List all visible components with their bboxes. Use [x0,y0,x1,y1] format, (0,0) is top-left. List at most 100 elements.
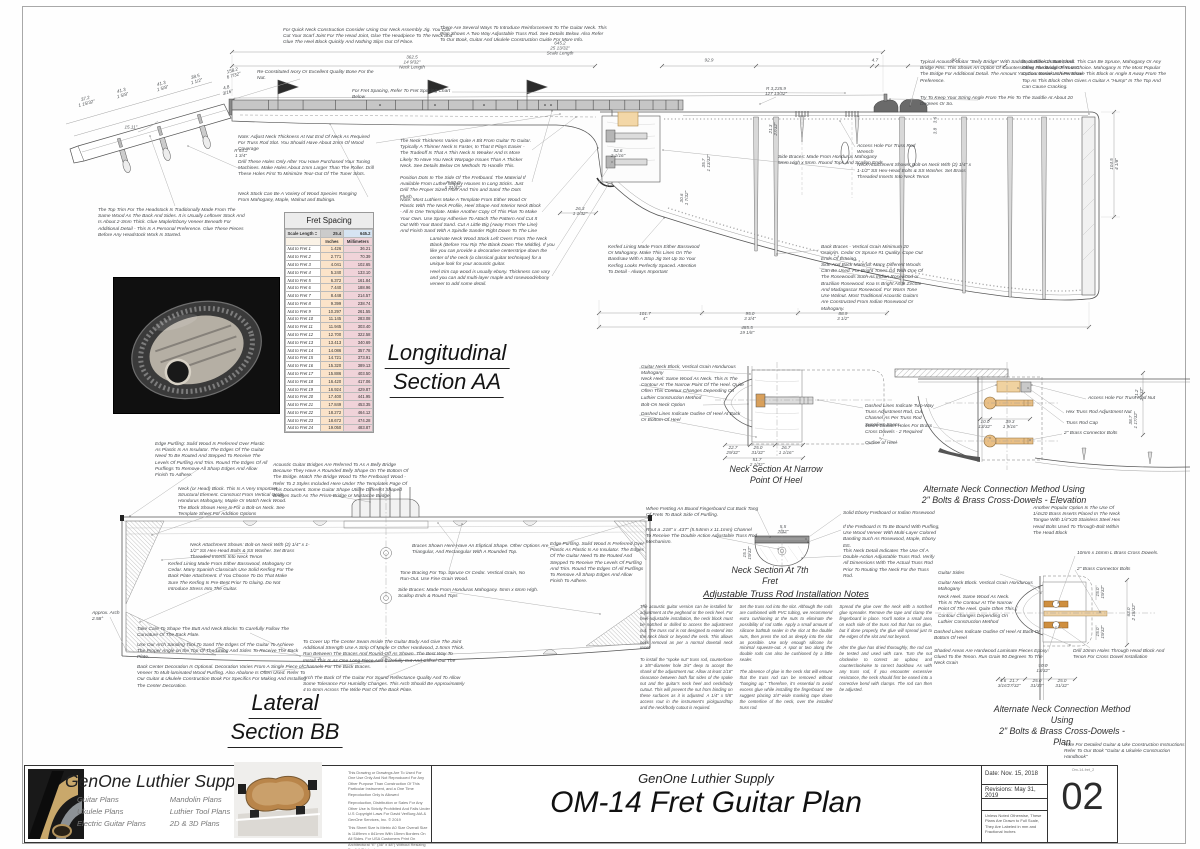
annotation-note: Access Hole For Truss Rod Nut [1088,396,1156,401]
longitudinal-section-label: Longitudinal Section AA [384,340,510,398]
dimension-label: 63.0 2 15/32" [1125,603,1136,621]
dimension-label: R 3,235.9 127 13/32" [764,85,788,96]
revisions-field: Revisions: May 31, 2019 [985,787,1036,799]
dimension-label: R 50.0 1 31/32" [444,179,462,190]
annotation-note: Typical Acoustic Guitar "Belly Bridge" W… [920,60,1083,84]
dimension-label: 25.0 31/32" [1030,677,1044,688]
neck-block [601,115,661,183]
lateral-section-drawing [120,478,652,668]
annotation-note: Bolt-On Neck Option [641,403,685,408]
annotation-note: Dashed Lines Indicate Two-Way Truss Adju… [865,404,934,428]
drawing-caption: Alternate Neck Connection Method Using 2… [921,484,1087,505]
annotation-note: Heel trim cap wood is usually ebony. Thi… [430,270,550,288]
annotation-note: Dashed Lines Indicate Outline Of Heel At… [641,412,741,424]
annotation-note: Braces Shown Here Have An Eliptical Shap… [412,544,549,556]
tuner-icon [117,113,211,173]
dimension-label: 25.0 31/32" [751,444,765,455]
dimension-label: 485.5 19 1/8" [739,324,755,335]
fret-table-scale-row: Scale Length = 25.4 645.2 [284,229,374,238]
fret-markers [379,104,552,106]
annotation-note: Shaded Areas Are Hardwood Laminate Piece… [934,649,1048,667]
annotation-note: 2" Brass Connector Bolts [1077,567,1131,572]
annotation-note: For Quick Neck Construction Consider Usi… [283,28,453,46]
annotation-note: Neck Heel. Same Wood As Neck. This Is Th… [938,595,1014,625]
bridge-pins [359,487,411,517]
annotation-note: Guitar Neck Block, Vertical Grain Hondur… [641,365,736,377]
dimension-label: 35.7 1 13/32" [700,154,711,172]
photo-guitar-interior-bracing [113,277,280,414]
dimension-label: 10.0 13/32" [1036,662,1050,673]
neck-section-7th-fret-drawing [754,528,810,574]
plan-title: OM-14 Fret Guitar Plan [550,786,862,819]
dimension-label: R 64.2 1 3/4" [234,147,248,158]
dimension-label: 3.6 [932,116,938,124]
plan-type: Mandolin Plans [169,795,222,804]
dimension-label: 38.7 1 17/32" [1127,411,1138,429]
dimension-label: 10.0 13/32" [978,418,992,429]
legal-paragraph: This Drawing or Drawings Are To Used For… [348,770,425,797]
back-block [1081,116,1096,296]
annotation-note: Another Popular Option Is The Use Of 1/4… [1033,506,1121,536]
annotation-note: Hex Truss Rod Adjustment Nut [1066,410,1132,415]
photo-body-in-mold [234,762,322,838]
hex-adjustment-nut [1020,381,1032,393]
heel-bolt-icon [755,393,814,408]
plan-type: Luthier Tool Plans [169,806,231,816]
plan-type: Guitar Plans [77,795,119,804]
annotation-note: Guitar Neck Block. Vertical Grain Hondur… [938,581,1033,593]
annotation-note: Back Braces - Vertical Grain Minimum 20 … [821,245,923,263]
annotation-note: Acoustic Guitar Bridges Are Referred To … [273,463,409,500]
section-flag-icon [277,79,548,110]
body-braces [753,115,1047,300]
title-block-divider [1047,766,1048,842]
annotation-note: The Neck Thickness Varies Quite A Bit Fr… [400,139,532,169]
brand-name: GenOne Luthier Supplies [65,771,262,791]
annotation-note: For Fret Spacing, Refer To Fret Spacing … [352,89,451,101]
annotation-note: Edge Purfling. Solid Wood Is Preferred O… [550,542,645,585]
annotation-note: 10mm x 16mm L Brass Cross Dowels. [1077,551,1159,556]
annotation-note: Solid Ebony Fretboard or Indian Rosewood [843,511,935,516]
annotation-note: Side And Back Material: Many Different W… [821,263,923,312]
logo-photo-headstock [28,769,84,839]
annotation-note: Access Hole For Truss Rod Wrench [857,144,916,156]
annotation-note: Edge Purfling: Solid Wood Is Preferred O… [155,442,268,479]
annotation-note: Side Braces: Made From Honduras Mahogany… [398,588,539,600]
cross-dowel-rod [1043,610,1108,617]
dimension-label: 92.9 [704,57,714,63]
truss-notes-col1: The acoustic guitar version can be insta… [640,604,733,710]
annotation-note: Rout a .218" x .437" (5.54mm x 11.1mm) C… [646,528,758,546]
neck-section-narrow-heel-drawing [715,362,892,456]
lateral-section-label: Lateral Section BB [227,690,343,748]
annotation-note: Arch The Back Of The Guitar For Sound Re… [303,676,465,694]
annotation-note: Try To Keep Your String Angle From The P… [920,96,1073,108]
truss-notes-col3: Spread the glue over the neck with a not… [839,604,933,692]
plan-type: Electric Guitar Plans [77,818,146,828]
dimension-label: 101.7 4" [639,310,651,321]
neck-bolt-icon [605,129,648,169]
leader-lines [109,76,1101,682]
annotation-note: Side Braces: Made From Hondurus Mahogany… [778,155,883,167]
dimension-label: 88.9 3 1/2" [837,310,849,321]
dimension-label: 22.7 29/32" [726,444,740,455]
